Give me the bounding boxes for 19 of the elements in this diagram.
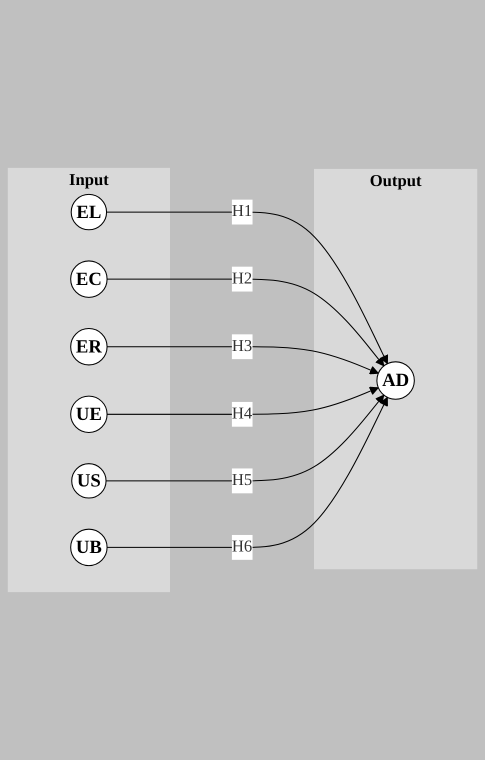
node-circle: EL (70, 194, 108, 230)
edge-label: H4 (232, 404, 252, 423)
node-circle: US (71, 463, 107, 499)
arrow (107, 386, 379, 415)
edge-label: H1 (232, 202, 252, 220)
edge-label: H2 (232, 270, 252, 288)
arrow (107, 346, 379, 374)
edge-label: H6 (232, 538, 252, 556)
arrow (107, 278, 384, 366)
arrow (107, 396, 388, 548)
edge-label: H3 (232, 337, 252, 356)
arrow (106, 394, 384, 482)
edge-label: H5 (232, 472, 252, 490)
node-circle: UB (70, 528, 108, 566)
node-circle: AD (376, 361, 415, 400)
arrow (106, 212, 388, 364)
node-circle: ER (70, 328, 108, 366)
node-circle: UE (70, 396, 108, 434)
node-circle: EC (70, 260, 108, 298)
